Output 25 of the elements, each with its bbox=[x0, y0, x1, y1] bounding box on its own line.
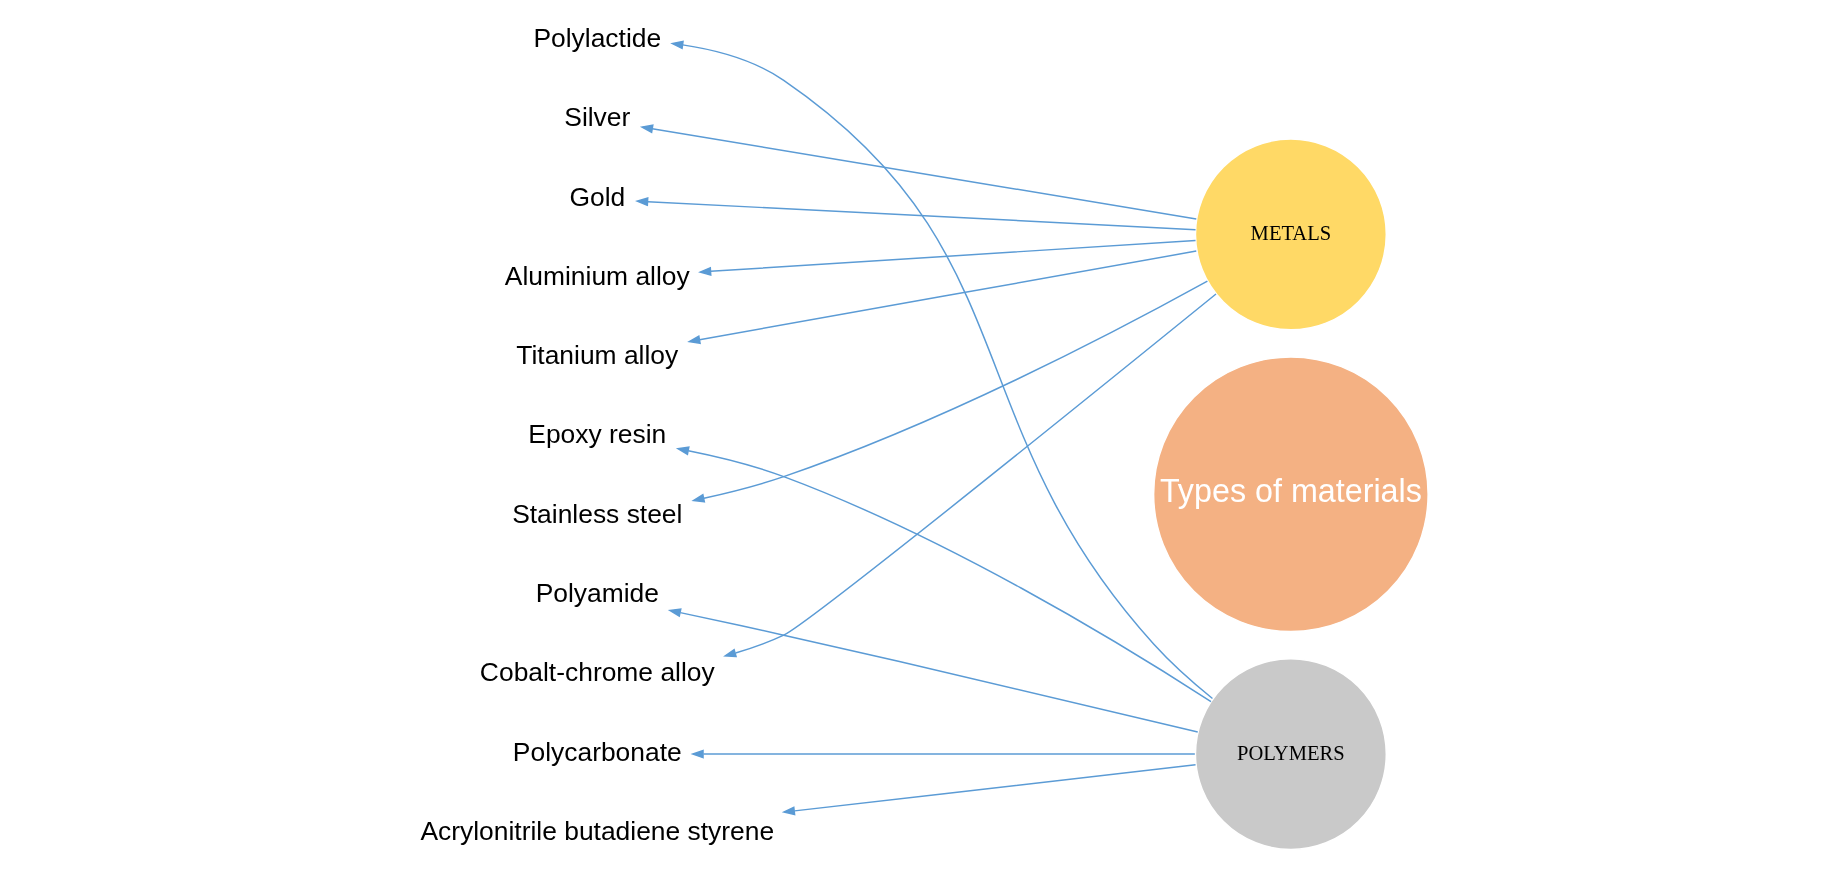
arrow bbox=[781, 764, 1197, 816]
arrow bbox=[698, 239, 1197, 276]
node-text: Aluminium alloy bbox=[504, 260, 690, 291]
node-text: Silver bbox=[564, 102, 631, 133]
node-text: Polylactide bbox=[533, 23, 662, 54]
node-circle: Types of materials bbox=[1152, 356, 1429, 633]
node-text: Polyamide bbox=[535, 577, 659, 608]
arrow bbox=[635, 197, 1197, 231]
node-text: Cobalt-chrome alloy bbox=[479, 657, 715, 688]
node-text: Acrylonitrile butadiene styrene bbox=[420, 815, 775, 846]
arrow bbox=[675, 446, 1212, 703]
node-text: Stainless steel bbox=[512, 498, 683, 529]
node-circle: POLYMERS bbox=[1194, 657, 1388, 851]
node-text: Polycarbonate bbox=[512, 736, 682, 767]
node-text: Titanium alloy bbox=[516, 340, 679, 371]
arrow bbox=[691, 280, 1209, 503]
arrow bbox=[667, 608, 1199, 733]
arrow bbox=[690, 749, 1196, 759]
arrow bbox=[639, 124, 1197, 220]
arrow bbox=[687, 250, 1197, 345]
arrow bbox=[670, 40, 1214, 700]
node-text: Epoxy resin bbox=[528, 419, 667, 450]
arrow bbox=[723, 293, 1217, 658]
node-circle: METALS bbox=[1194, 138, 1388, 331]
node-text: Gold bbox=[569, 181, 626, 212]
